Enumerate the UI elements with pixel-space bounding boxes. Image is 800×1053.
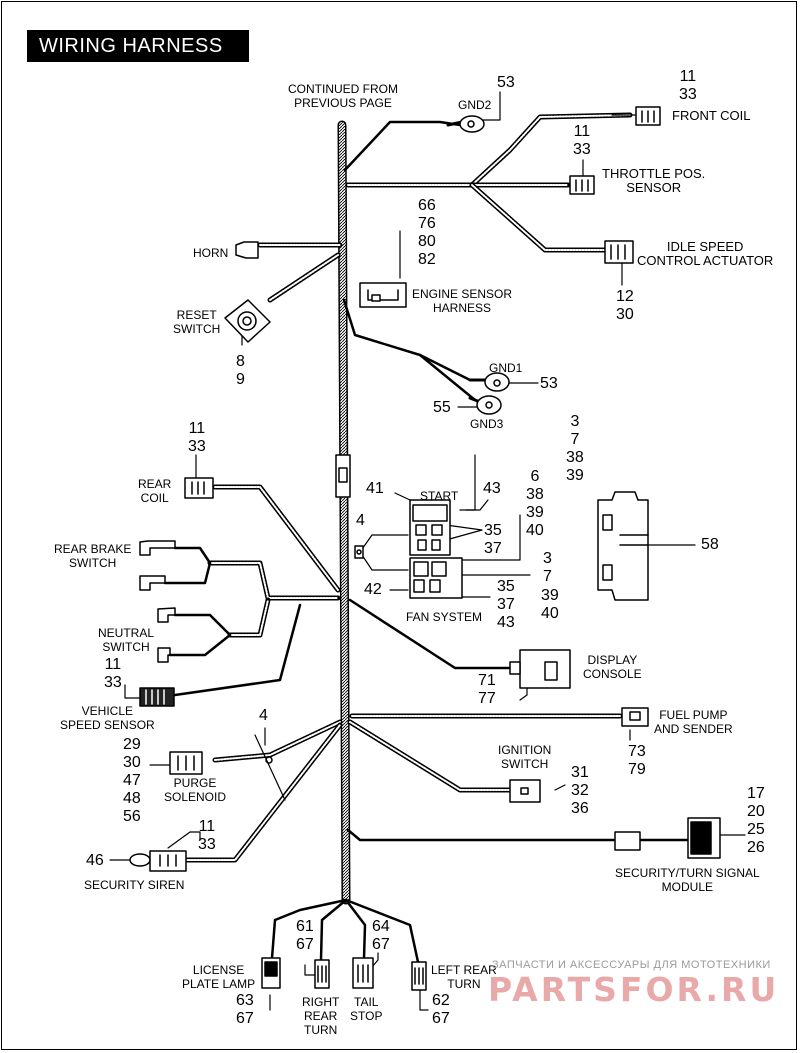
rear-coil-connector xyxy=(184,477,214,499)
label-start: START xyxy=(420,489,459,503)
label-gnd2: GND2 xyxy=(458,98,492,112)
security-module-connector xyxy=(614,817,721,859)
right-rear-turn-connector xyxy=(314,959,330,989)
callout-fan-42: 42 xyxy=(364,581,382,598)
callout-clip-4a: 4 xyxy=(356,512,365,529)
callout-start-41: 41 xyxy=(366,480,384,497)
horn-connector xyxy=(235,241,259,259)
ignition-switch-connector xyxy=(509,779,541,803)
gnd3-ring-terminal xyxy=(468,395,502,415)
throttle-sensor-connector xyxy=(569,175,595,195)
callout-gnd2: 53 xyxy=(497,74,515,91)
fuel-pump-connector xyxy=(621,707,649,727)
gnd2-ring-terminal xyxy=(446,115,485,133)
leader-lines xyxy=(109,91,746,1011)
rear-brake-switch-terminals xyxy=(139,540,176,591)
fan-relay xyxy=(409,557,463,599)
front-coil-connector xyxy=(635,106,661,126)
callout-gnd3: 55 xyxy=(433,399,451,416)
watermark-tagline: ЗАПЧАСТИ И АКСЕССУАРЫ ДЛЯ МОТОТЕХНИКИ xyxy=(492,959,771,971)
purge-solenoid-connector xyxy=(169,751,203,775)
neutral-switch-terminals xyxy=(157,607,176,663)
vehicle-speed-sensor-connector xyxy=(139,687,175,707)
tail-stop-connector xyxy=(352,957,374,989)
start-relay xyxy=(409,499,451,556)
relay-mounting-clip xyxy=(354,545,364,559)
callout-module-58: 58 xyxy=(701,536,719,553)
watermark-logo: PARTSFOR.RU xyxy=(488,970,780,1009)
label-throttle: THROTTLE POS.SENSOR xyxy=(602,166,706,195)
engine-sensor-connector xyxy=(359,282,407,308)
harness-branches xyxy=(182,112,633,863)
left-rear-turn-connector xyxy=(411,961,427,991)
label-gnd3: GND3 xyxy=(470,417,504,431)
reset-switch xyxy=(224,299,271,343)
label-front-coil: FRONT COIL xyxy=(672,108,751,123)
page-title: WIRING HARNESS xyxy=(27,30,249,62)
label-fan-system: FAN SYSTEM xyxy=(406,610,483,624)
main-trunk xyxy=(337,120,351,905)
license-lamp-connector xyxy=(261,957,281,989)
security-siren-connector xyxy=(129,850,187,872)
display-console-connector xyxy=(509,649,571,689)
security-module-58-bracket xyxy=(597,491,649,601)
callout-siren-46: 46 xyxy=(86,852,104,869)
callout-clip-4b: 4 xyxy=(259,707,268,724)
label-gnd1: GND1 xyxy=(489,361,523,375)
label-horn: HORN xyxy=(193,246,229,260)
trunk-connector-clip xyxy=(335,454,351,498)
callout-start-43: 43 xyxy=(483,480,501,497)
gnd1-ring-terminal xyxy=(468,372,510,392)
wire-clip-4 xyxy=(254,734,286,801)
callout-gnd1: 53 xyxy=(540,375,558,392)
idle-speed-connector xyxy=(604,240,634,264)
label-security-siren: SECURITY SIREN xyxy=(84,878,185,892)
